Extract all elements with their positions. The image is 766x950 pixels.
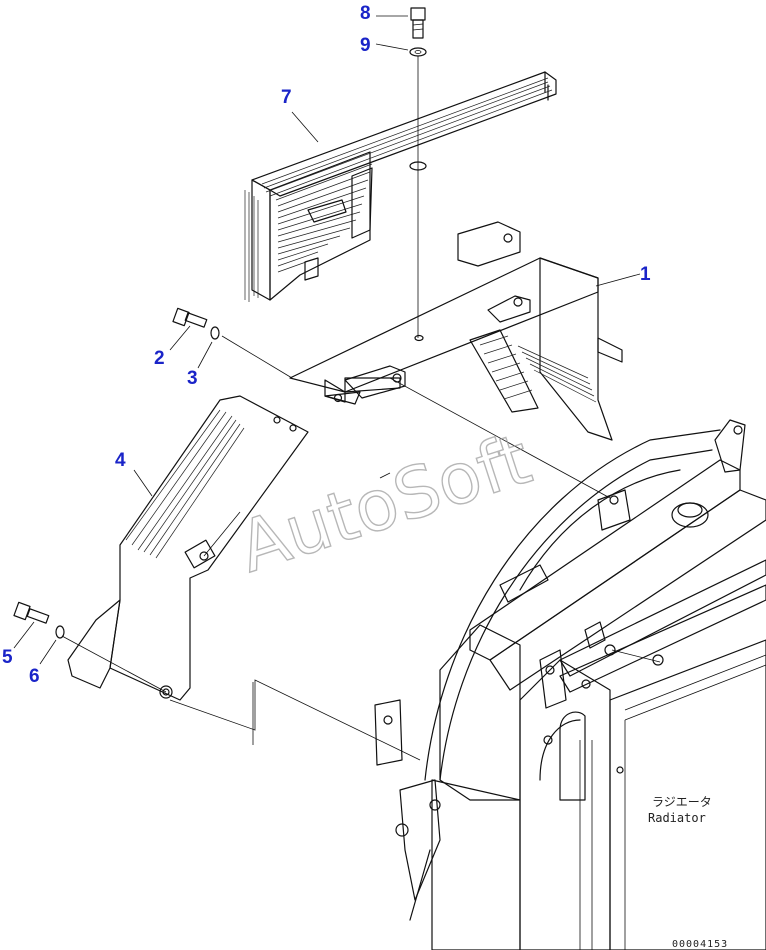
radiator-label-en: Radiator [648,811,706,825]
callout-8: 8 [360,3,371,24]
part-9-washer [409,47,427,57]
callout-4: 4 [115,450,126,471]
part-4-side-cover [67,395,309,701]
radiator-assembly [374,419,766,950]
drawing-code: 00004153 [672,939,728,950]
callout-9: 9 [360,35,371,56]
callout-3: 3 [187,368,198,389]
callout-6: 6 [29,666,40,687]
part-7-upper-cover [244,71,557,302]
callout-5: 5 [2,647,13,668]
part-5-bolt [13,601,50,624]
part-8-bolt [410,7,426,39]
radiator-label-jp: ラジエータ [652,795,712,809]
leader-lines [13,15,641,761]
part-6-washer [55,625,65,639]
watermark-text: AutoSoft [229,418,540,589]
callout-2: 2 [154,348,165,369]
part-3-washer [210,326,220,340]
part-2-bolt [172,307,208,328]
part-1-bracket [289,221,623,441]
callout-1: 1 [640,264,651,285]
callout-7: 7 [281,87,292,108]
